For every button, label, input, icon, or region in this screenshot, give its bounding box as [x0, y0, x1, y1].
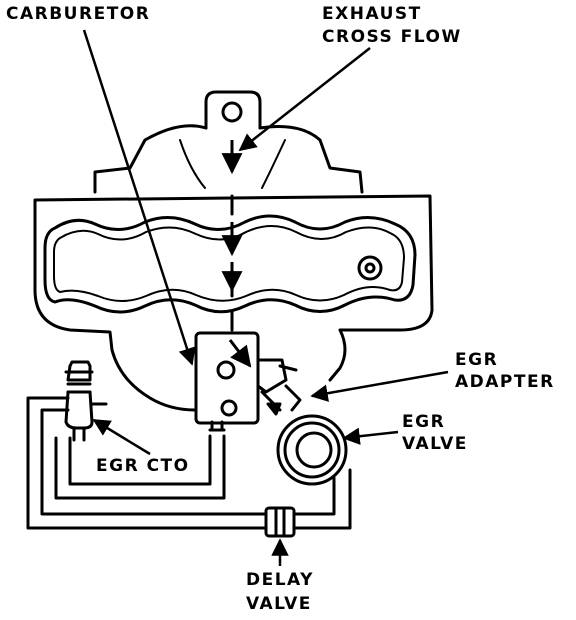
- delay-valve-body: [264, 506, 296, 538]
- engine-body-upper: [93, 124, 364, 194]
- mounting-lug-hole: [221, 101, 243, 123]
- egr-adapter-label-line1: EGR: [455, 350, 499, 370]
- leader-exhaust: [238, 47, 371, 152]
- leader-egr-valve: [342, 427, 399, 445]
- manifold-inner-outline-2: [53, 225, 405, 302]
- adapter-side-fitting: [256, 358, 298, 394]
- adapter-outlet-arrow: [266, 402, 282, 416]
- manifold-bolt-center: [364, 262, 376, 274]
- vacuum-hose-adapter-return: [54, 434, 226, 500]
- egr-valve-outer: [276, 414, 348, 486]
- vacuum-hose-valve-to-delay: [292, 468, 352, 530]
- adapter-port-lower: [220, 399, 238, 417]
- delay-valve-ribs: [274, 506, 286, 538]
- mounting-lug: [204, 90, 262, 130]
- leader-egr-cto: [92, 418, 151, 456]
- exhaust-label-line1: EXHAUST: [322, 4, 422, 24]
- delay-valve-label-line2: VALVE: [246, 594, 312, 614]
- adapter-port-upper: [216, 360, 236, 380]
- egr-adapter-label-line2: ADAPTER: [455, 372, 555, 392]
- carburetor-label: CARBURETOR: [6, 4, 151, 24]
- intake-manifold: [33, 194, 434, 412]
- leader-carburetor: [82, 29, 196, 366]
- egr-cto-body: [64, 390, 94, 430]
- engine-body-crease: [179, 139, 286, 189]
- manifold-inner-outline: [43, 214, 417, 314]
- egr-adapter-block: [194, 331, 260, 425]
- egr-valve-inner: [295, 431, 333, 469]
- adapter-nipple: [208, 420, 226, 432]
- egr-cto-label: EGR CTO: [96, 456, 190, 476]
- egr-cto-sensor: [64, 360, 94, 394]
- flow-arrow-adapter: [228, 339, 252, 368]
- egr-valve-mid: [283, 421, 341, 479]
- egr-valve-label-line1: EGR: [402, 412, 446, 432]
- leader-egr-adapter: [310, 370, 449, 402]
- exhaust-label-line2: CROSS FLOW: [322, 27, 462, 47]
- manifold-bolt: [357, 255, 383, 281]
- delay-valve-label-line1: DELAY: [246, 570, 314, 590]
- egr-valve-label-line2: VALVE: [402, 434, 468, 454]
- vacuum-hose-cto-loop: [26, 396, 268, 530]
- vacuum-hose-cto-to-adapter: [72, 402, 108, 442]
